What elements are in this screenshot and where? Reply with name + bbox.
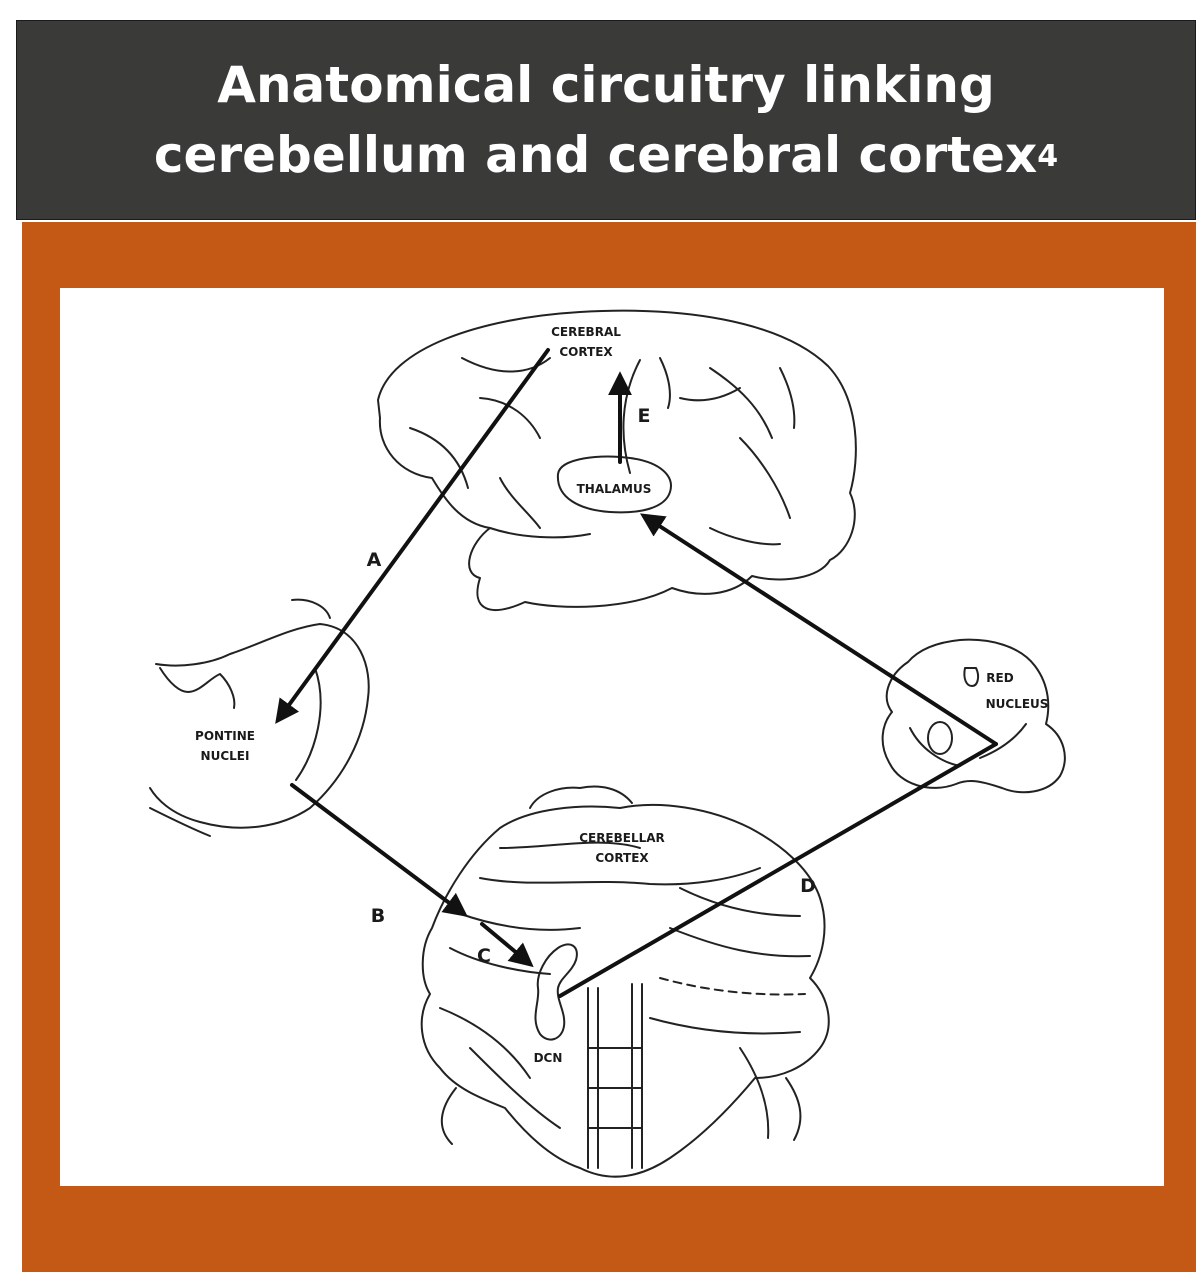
cerebral-cortex-label-2: CORTEX: [559, 345, 613, 359]
pathway-b-label: B: [371, 905, 385, 927]
diagram-frame: CEREBRAL CORTEX THALAMUS PONTINE NUCLEI …: [60, 288, 1164, 1186]
pathway-d-line-upper: [644, 516, 996, 744]
thalamus-label: THALAMUS: [577, 482, 652, 496]
title-superscript: 4: [1037, 139, 1058, 174]
cerebellar-cortex-label-2: CORTEX: [595, 851, 649, 865]
pathway-e-label: E: [638, 405, 651, 427]
title-bar: Anatomical circuitry linking cerebellum …: [16, 20, 1196, 220]
red-nucleus-outline: [883, 640, 1065, 793]
pathway-a-line: [278, 350, 548, 720]
pons-outline: [150, 624, 369, 828]
cerebrum-outline: [378, 311, 856, 610]
pontine-nuclei-label-2: NUCLEI: [201, 749, 250, 763]
cerebral-cortex-label-1: CEREBRAL: [551, 325, 621, 339]
title-line-1: Anatomical circuitry linking: [217, 50, 994, 120]
pathway-d-label: D: [800, 875, 816, 897]
red-nucleus-label-2: NUCLEUS: [986, 697, 1049, 711]
pathway-a-label: A: [367, 549, 382, 571]
red-nucleus-label-1: RED: [986, 671, 1013, 685]
pathway-d-line: [560, 744, 996, 996]
pontine-nuclei-label-1: PONTINE: [195, 729, 255, 743]
cerebellar-cortex-label-1: CEREBELLAR: [579, 831, 665, 845]
dcn-label: DCN: [534, 1051, 563, 1065]
title-line-2: cerebellum and cerebral cortex4: [154, 120, 1058, 190]
pathway-b-line: [292, 785, 464, 914]
pathway-c-label: C: [477, 945, 491, 967]
circuit-diagram: CEREBRAL CORTEX THALAMUS PONTINE NUCLEI …: [60, 288, 1164, 1186]
